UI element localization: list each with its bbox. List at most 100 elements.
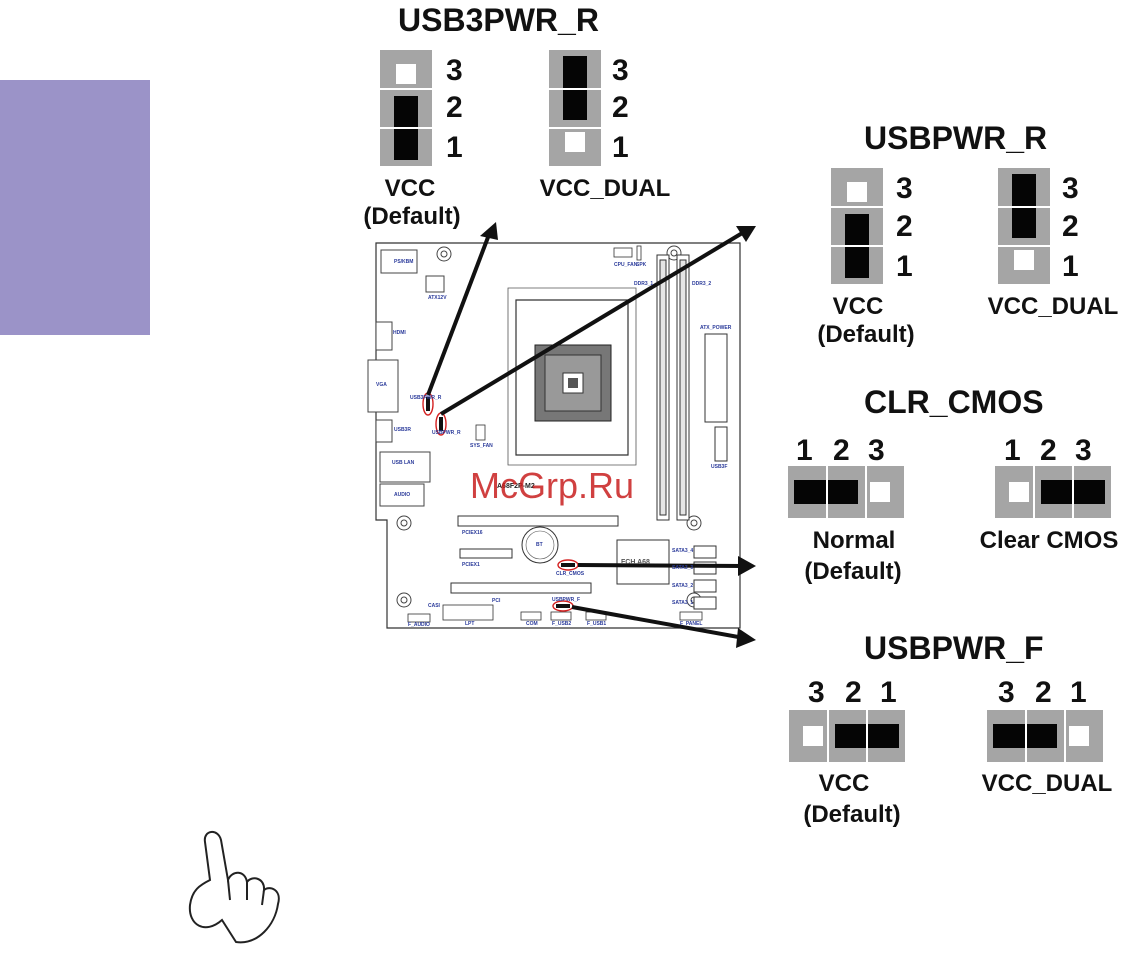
pin-number: 3	[612, 54, 629, 87]
side-tab	[0, 80, 150, 335]
pin-number: 3	[1062, 172, 1079, 205]
mb-label-atx-power: ATX_POWER	[700, 325, 732, 331]
pin-divider	[865, 466, 867, 518]
pin-divider	[998, 206, 1050, 208]
setting-label: Clear CMOS	[979, 527, 1119, 554]
pin-number: 1	[896, 250, 913, 283]
pin-number: 2	[1035, 676, 1052, 709]
pin-number: 3	[1075, 434, 1092, 467]
usbpwr-f-title: USBPWR_F	[864, 630, 1044, 666]
atx-power-connector	[704, 333, 728, 462]
jumper-pins	[426, 397, 575, 608]
pin-number: 1	[1004, 434, 1021, 467]
pointer-arrows	[426, 230, 746, 640]
mb-label-sata3-1: SATA3_1	[672, 600, 694, 606]
small-headers	[475, 245, 642, 441]
jumper-block	[998, 168, 1050, 284]
setting-label: VCC	[832, 293, 884, 320]
pin-divider	[1064, 710, 1066, 762]
pin-divider	[866, 710, 868, 762]
pin-hole	[847, 182, 867, 202]
pin-number: 3	[446, 54, 463, 87]
pin-number: 2	[446, 91, 463, 124]
mb-label-usb3f: USB3F	[711, 464, 728, 470]
pin-divider	[1072, 466, 1074, 518]
mb-label-audio: AUDIO	[394, 492, 411, 498]
rear-io	[367, 249, 445, 507]
jumper-block	[549, 50, 601, 166]
pin-divider	[1025, 710, 1027, 762]
jumper-block	[995, 466, 1111, 518]
mb-label-ddr3-2: DDR3_2	[692, 281, 712, 287]
mb-label-f-panel: F_PANEL	[680, 621, 703, 627]
pin-number: 2	[896, 210, 913, 243]
pin-number: 1	[880, 676, 897, 709]
pin-divider	[549, 127, 601, 129]
pin-number: 3	[896, 172, 913, 205]
jumper-block	[380, 50, 432, 166]
pin-number: 2	[1040, 434, 1057, 467]
cpu-socket	[507, 287, 637, 466]
pin-number: 1	[796, 434, 813, 467]
dimm-slots	[656, 254, 690, 521]
mb-label-bt: BT	[536, 542, 543, 548]
pin-hole	[1069, 726, 1089, 746]
pin-number: 2	[845, 676, 862, 709]
pin-divider	[549, 88, 601, 90]
setting-label: VCC_DUAL	[539, 175, 671, 202]
jumper-block	[831, 168, 883, 284]
pin-divider	[827, 710, 829, 762]
bottom-headers	[407, 604, 703, 623]
pin-divider	[831, 245, 883, 247]
pin-number: 3	[868, 434, 885, 467]
pin-divider	[380, 88, 432, 90]
mb-label-usb3pwr-r: USB3PWR_R	[410, 395, 442, 401]
pin-number: 3	[998, 676, 1015, 709]
mb-label-sata3-4: SATA3_4	[672, 548, 694, 554]
pin-number: 1	[446, 131, 463, 164]
battery	[521, 526, 559, 564]
mb-label-atx12v: ATX12V	[428, 295, 447, 301]
jumper-block	[789, 710, 905, 762]
pin-number: 1	[612, 131, 629, 164]
mb-label-fch: FCH A68	[621, 559, 650, 566]
usbpwr-r-title: USBPWR_R	[864, 120, 1048, 156]
mb-label-usbpwr-f: USBPWR_F	[552, 597, 581, 603]
mb-label-ps2: PS/KBM	[394, 259, 414, 265]
pin-divider	[380, 127, 432, 129]
pin-hole	[396, 64, 416, 84]
setting-sublabel: (Default)	[817, 321, 915, 348]
mb-label-casi: CASI	[428, 603, 440, 609]
pin-hole	[1009, 482, 1029, 502]
setting-label: VCC_DUAL	[981, 770, 1113, 797]
mb-label-ddr3-1: DDR3_1	[634, 281, 654, 287]
mb-label-spk: SPK	[636, 262, 647, 268]
setting-sublabel: (Default)	[804, 558, 902, 585]
jumper-block	[987, 710, 1103, 762]
mb-label-sata3-2: SATA3_2	[672, 583, 694, 589]
setting-sublabel: (Default)	[803, 801, 901, 828]
mb-label-f-usb2: F_USB2	[552, 621, 572, 627]
mb-label-f-usb1: F_USB1	[587, 621, 607, 627]
mb-label-cpu-fan: CPU_FAN	[614, 262, 638, 268]
pointing-hand-icon	[188, 831, 280, 944]
mb-label-clr-cmos: CLR_CMOS	[556, 571, 585, 577]
mb-label-usb3r: USB3R	[394, 427, 411, 433]
usb3pwr-r-title: USB3PWR_R	[398, 2, 599, 38]
pin-hole	[870, 482, 890, 502]
board-outline	[375, 242, 741, 629]
setting-sublabel: (Default)	[363, 203, 461, 230]
pin-number: 3	[808, 676, 825, 709]
pin-divider	[1033, 466, 1035, 518]
mb-label-f-audio: F_AUDIO	[408, 622, 430, 628]
jumper-block	[788, 466, 904, 518]
pin-number: 2	[612, 91, 629, 124]
mb-label-sata3-3: SATA3_3	[672, 565, 694, 571]
pin-number: 2	[833, 434, 850, 467]
mb-label-pci: PCI	[492, 598, 501, 604]
pin-hole	[803, 726, 823, 746]
clr-cmos-title: CLR_CMOS	[864, 384, 1044, 420]
setting-label: VCC_DUAL	[987, 293, 1119, 320]
pin-number: 1	[1070, 676, 1087, 709]
